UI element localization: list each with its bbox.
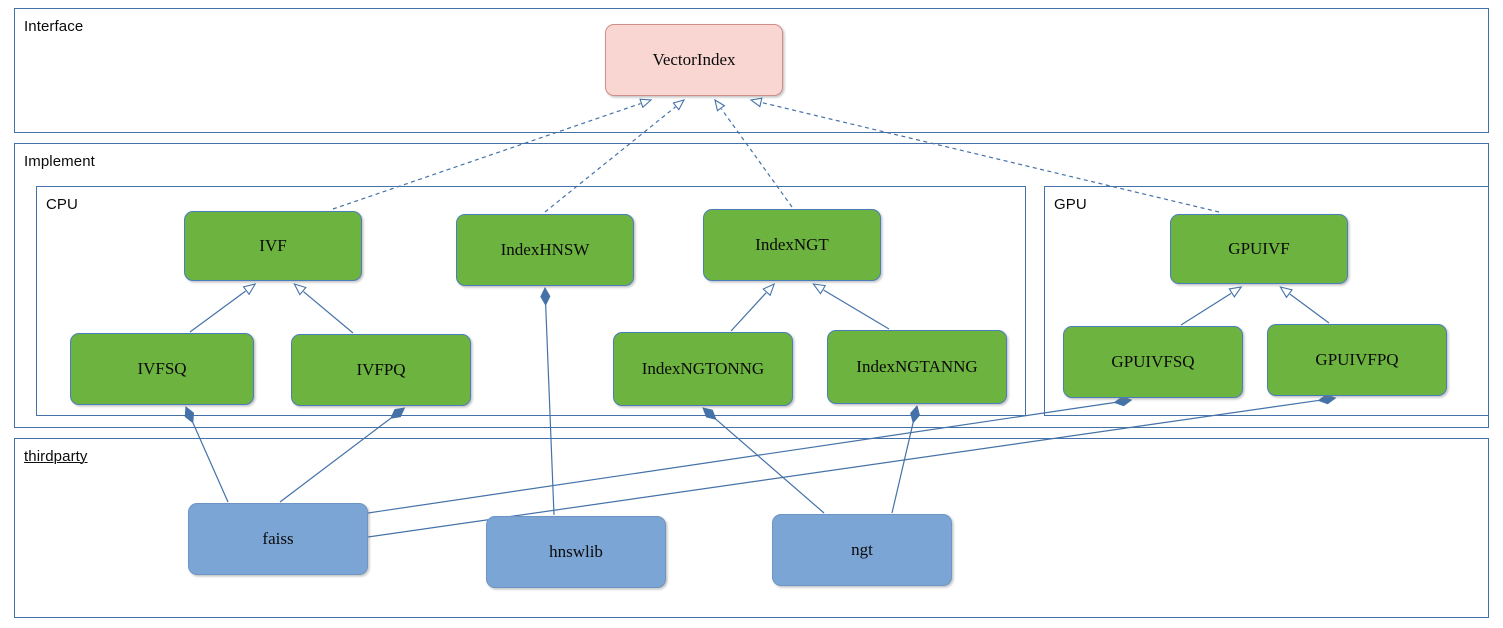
frame-interface xyxy=(14,8,1489,133)
node-vectorindex[interactable]: VectorIndex xyxy=(605,24,783,96)
node-ivfsq[interactable]: IVFSQ xyxy=(70,333,254,405)
node-gpuivfsq[interactable]: GPUIVFSQ xyxy=(1063,326,1243,398)
node-gpuivfpq[interactable]: GPUIVFPQ xyxy=(1267,324,1447,396)
node-faiss[interactable]: faiss xyxy=(188,503,368,575)
node-gpuivf[interactable]: GPUIVF xyxy=(1170,214,1348,284)
frame-label-interface: Interface xyxy=(24,18,84,35)
node-label-vectorindex: VectorIndex xyxy=(652,50,736,69)
node-indexngtanng[interactable]: IndexNGTANNG xyxy=(827,330,1007,404)
node-label-faiss: faiss xyxy=(262,529,294,548)
node-label-hnswlib: hnswlib xyxy=(549,542,603,561)
frame-gpu xyxy=(1044,186,1489,416)
frame-cpu xyxy=(36,186,1026,416)
frame-label-implement: Implement xyxy=(24,153,95,170)
frame-label-gpu: GPU xyxy=(1054,196,1087,213)
node-label-indexhnsw: IndexHNSW xyxy=(500,240,590,259)
frame-label-cpu: CPU xyxy=(46,196,78,213)
node-label-indexngt: IndexNGT xyxy=(755,235,829,254)
frame-thirdparty xyxy=(14,438,1489,618)
node-label-indexngtonng: IndexNGTONNG xyxy=(641,359,765,378)
node-ivf[interactable]: IVF xyxy=(184,211,362,281)
node-label-ngt: ngt xyxy=(851,540,873,559)
node-indexhnsw[interactable]: IndexHNSW xyxy=(456,214,634,286)
node-label-indexngtanng: IndexNGTANNG xyxy=(856,357,978,376)
node-label-ivfsq: IVFSQ xyxy=(137,359,187,378)
node-label-gpuivf: GPUIVF xyxy=(1228,239,1290,258)
node-label-gpuivfpq: GPUIVFPQ xyxy=(1315,350,1399,369)
node-label-ivfpq: IVFPQ xyxy=(356,360,406,379)
frame-label-thirdparty: thirdparty xyxy=(24,448,88,465)
node-label-gpuivfsq: GPUIVFSQ xyxy=(1111,352,1195,371)
node-hnswlib[interactable]: hnswlib xyxy=(486,516,666,588)
node-indexngtonng[interactable]: IndexNGTONNG xyxy=(613,332,793,406)
node-indexngt[interactable]: IndexNGT xyxy=(703,209,881,281)
node-ivfpq[interactable]: IVFPQ xyxy=(291,334,471,406)
node-label-ivf: IVF xyxy=(259,236,287,255)
node-ngt[interactable]: ngt xyxy=(772,514,952,586)
